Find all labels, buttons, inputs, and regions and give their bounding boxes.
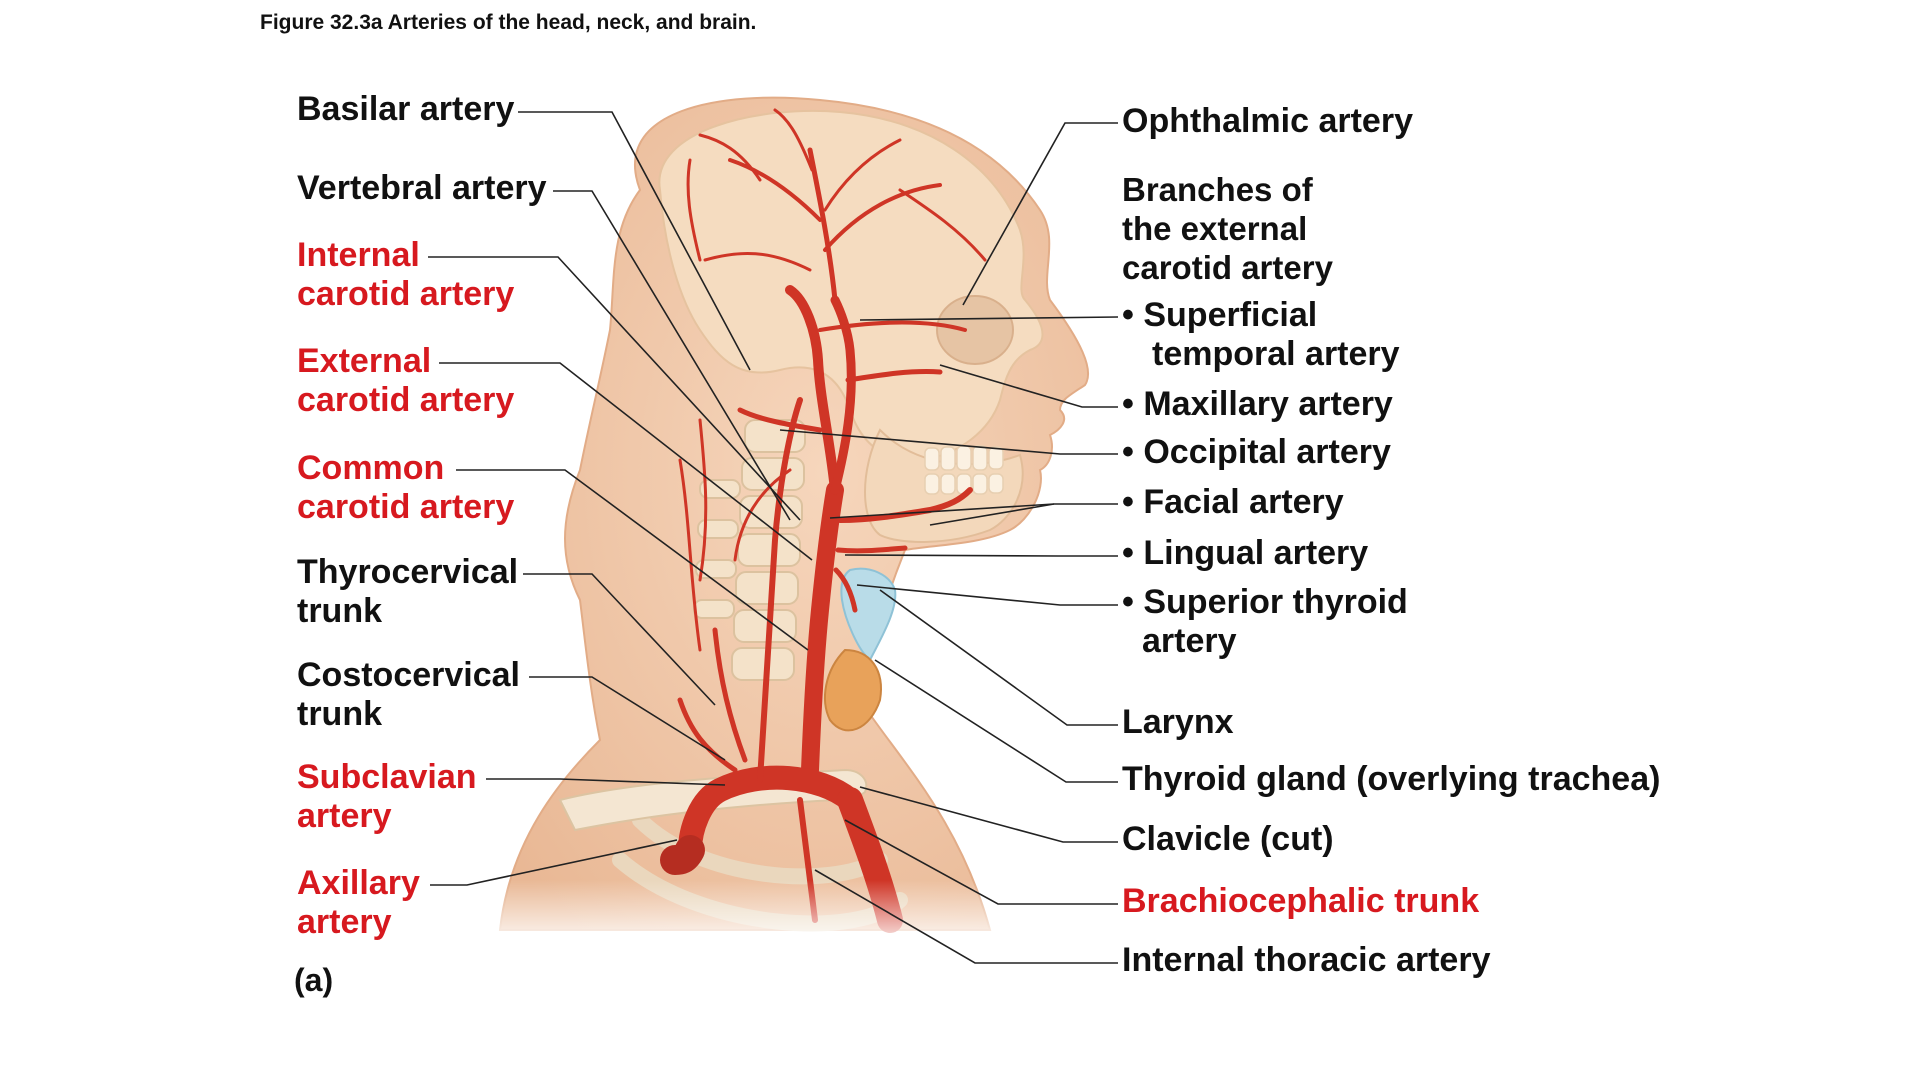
label-subclavian-artery: Subclavian artery <box>297 758 477 836</box>
leader-axillary <box>430 839 678 886</box>
label-costocervical-line-1: Costocervical <box>297 656 520 694</box>
label-costocervical-trunk: Costocervical trunk <box>297 656 520 734</box>
leader-lingual <box>844 554 1118 557</box>
leader-maxillary <box>939 364 1118 408</box>
label-superficial-temporal-artery: • Superficial temporal artery <box>1122 296 1400 374</box>
label-larynx: Larynx <box>1122 703 1234 741</box>
leader-thyrocervical <box>523 573 716 706</box>
leader-internal-thoracic <box>814 869 1118 964</box>
label-axillary-line-1: Axillary <box>297 864 420 902</box>
label-superior-thyroid-line-2: artery <box>1142 622 1237 660</box>
leader-brachiocephalic <box>844 819 1118 905</box>
label-costocervical-line-2: trunk <box>297 695 382 733</box>
leader-ophthalmic <box>962 122 1118 306</box>
label-occipital-artery: • Occipital artery <box>1122 433 1391 471</box>
label-superior-thyroid-artery: • Superior thyroid artery <box>1122 583 1408 661</box>
label-external-carotid-line-2: carotid artery <box>297 381 515 419</box>
label-axillary-artery: Axillary artery <box>297 864 420 942</box>
label-superior-thyroid-line-1: • Superior thyroid <box>1122 583 1408 621</box>
branches-heading-line-1: Branches of <box>1122 171 1313 208</box>
label-basilar-artery: Basilar artery <box>297 90 515 128</box>
leader-facial-2 <box>829 503 1055 519</box>
part-label: (a) <box>294 962 334 998</box>
label-superficial-temporal-line-2: temporal artery <box>1152 335 1400 373</box>
skull <box>658 109 1044 462</box>
label-common-carotid-line-2: carotid artery <box>297 488 515 526</box>
label-subclavian-line-2: artery <box>297 797 392 835</box>
label-maxillary-artery: • Maxillary artery <box>1122 385 1393 423</box>
label-common-carotid-artery: Common carotid artery <box>297 449 514 527</box>
figure-caption: Figure 32.3a Arteries of the head, neck,… <box>260 11 757 34</box>
leader-superficial-temporal <box>859 316 1119 321</box>
label-clavicle: Clavicle (cut) <box>1122 820 1334 858</box>
leader-larynx <box>879 589 1118 726</box>
label-thyrocervical-line-2: trunk <box>297 592 382 630</box>
leader-common-carotid <box>456 469 809 651</box>
label-lingual-artery: • Lingual artery <box>1122 534 1369 572</box>
label-thyrocervical-trunk: Thyrocervical trunk <box>297 553 518 631</box>
label-thyroid-gland: Thyroid gland (overlying trachea) <box>1122 760 1661 798</box>
leader-subclavian <box>486 778 726 786</box>
leader-internal-carotid <box>428 256 801 521</box>
leader-thyroid-gland <box>874 659 1118 783</box>
label-ophthalmic-artery: Ophthalmic artery <box>1122 102 1413 140</box>
label-external-carotid-line-1: External <box>297 342 432 380</box>
label-superficial-temporal-line-1: • Superficial <box>1122 296 1318 334</box>
eye-socket <box>936 295 1014 365</box>
leader-occipital <box>779 429 1118 455</box>
leader-vertebral <box>553 190 791 521</box>
leader-lines <box>428 111 1119 964</box>
leader-superior-thyroid <box>856 584 1118 606</box>
label-vertebral-artery: Vertebral artery <box>297 169 547 207</box>
leader-basilar <box>518 111 751 371</box>
teeth <box>924 445 1004 495</box>
label-internal-carotid-line-2: carotid artery <box>297 275 515 313</box>
thyroid-shape <box>824 648 882 732</box>
branches-heading-line-2: the external <box>1122 210 1308 247</box>
leader-external-carotid <box>439 362 813 561</box>
label-thyrocervical-line-1: Thyrocervical <box>297 553 519 591</box>
label-internal-carotid-line-1: Internal <box>297 236 420 274</box>
label-internal-thoracic-artery: Internal thoracic artery <box>1122 941 1491 979</box>
branches-heading-line-3: carotid artery <box>1122 249 1333 286</box>
label-subclavian-line-1: Subclavian <box>297 758 477 796</box>
branches-heading: Branches of the external carotid artery <box>1122 170 1333 287</box>
label-internal-carotid-artery: Internal carotid artery <box>297 236 514 314</box>
label-external-carotid-artery: External carotid artery <box>297 342 514 420</box>
label-common-carotid-line-1: Common <box>297 449 445 487</box>
label-axillary-line-2: artery <box>297 903 392 941</box>
label-facial-artery: • Facial artery <box>1122 483 1344 521</box>
leader-clavicle <box>859 786 1118 843</box>
label-brachiocephalic-trunk: Brachiocephalic trunk <box>1122 882 1480 920</box>
leader-costocervical <box>529 676 726 761</box>
